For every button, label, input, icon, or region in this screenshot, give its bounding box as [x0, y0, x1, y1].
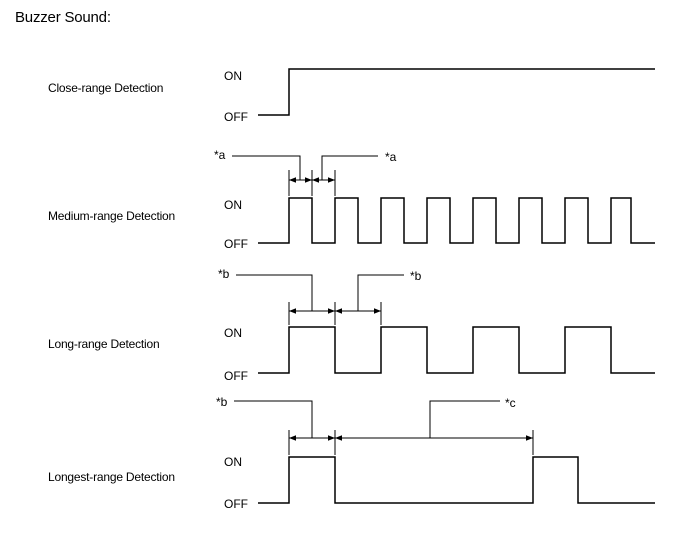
leader-b-longest — [234, 400, 313, 438]
medium-range-waveform — [258, 197, 655, 244]
note-a-left: *a — [214, 148, 226, 162]
close-on-label: ON — [224, 69, 242, 83]
long-range-label: Long-range Detection — [48, 337, 160, 351]
leader-b-long-left — [236, 274, 313, 311]
close-range-label: Close-range Detection — [48, 81, 164, 95]
note-b-long-left: *b — [218, 267, 230, 281]
long-range-waveform — [258, 326, 655, 374]
note-b-longest: *b — [216, 395, 228, 409]
medium-on-label: ON — [224, 198, 242, 212]
diagram-title: Buzzer Sound: — [15, 9, 111, 26]
leader-c-longest — [429, 400, 500, 438]
medium-off-label: OFF — [224, 237, 248, 251]
leader-a-right — [321, 155, 378, 180]
long-on-label: ON — [224, 326, 242, 340]
leader-a-left — [232, 155, 301, 180]
longest-on-label: ON — [224, 455, 242, 469]
medium-range-label: Medium-range Detection — [48, 209, 175, 223]
longest-range-label: Longest-range Detection — [48, 470, 175, 484]
note-b-long-right: *b — [410, 269, 422, 283]
leader-b-long-right — [357, 274, 404, 311]
close-off-label: OFF — [224, 110, 248, 124]
note-a-right: *a — [385, 150, 397, 164]
longest-off-label: OFF — [224, 497, 248, 511]
longest-range-waveform — [258, 456, 655, 504]
note-c-longest: *c — [505, 396, 516, 410]
long-off-label: OFF — [224, 369, 248, 383]
close-range-waveform — [258, 68, 655, 116]
